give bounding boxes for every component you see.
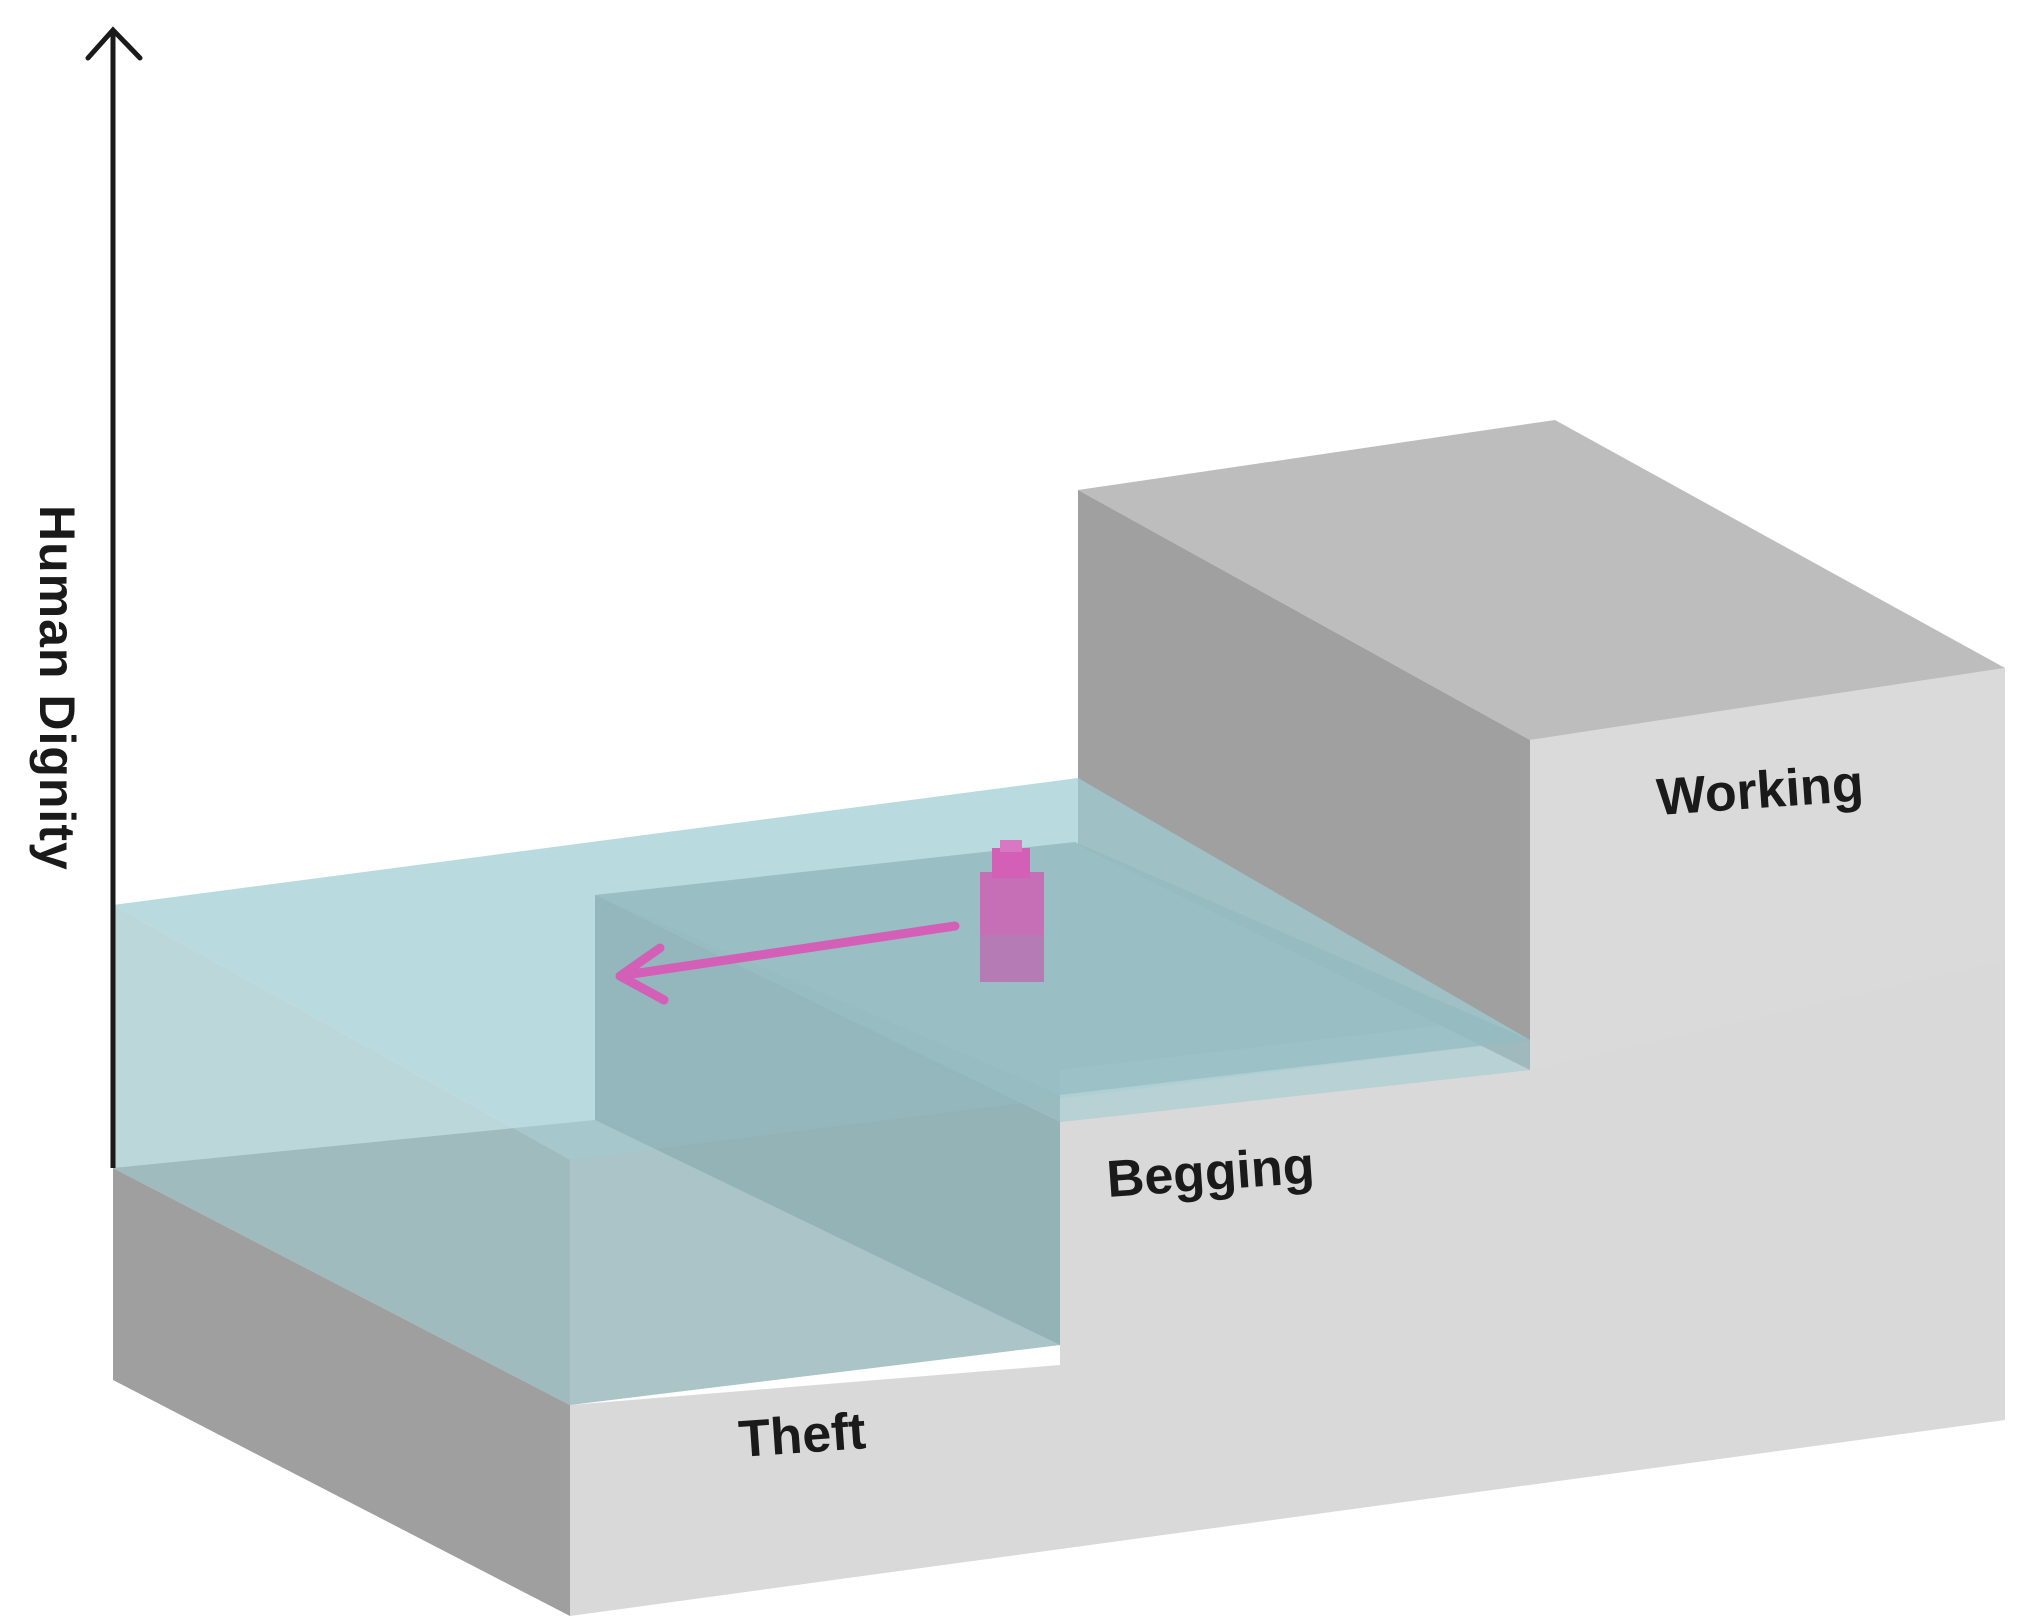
water-over-middle-step <box>595 842 1530 1095</box>
step-label-working: Working <box>1655 755 1866 827</box>
water-front <box>570 1040 1530 1405</box>
axis-label: Human Dignity <box>29 505 85 871</box>
movement-arrow-shaft <box>627 921 960 979</box>
low-step-left-side <box>113 1168 570 1616</box>
high-step-top <box>1078 420 2005 740</box>
high-step-left-side <box>1078 490 1530 1070</box>
person-figure <box>980 840 1044 982</box>
high-step-front <box>1530 668 2005 1070</box>
water-over-middle-side <box>595 895 1060 1345</box>
water-left-side <box>113 905 570 1405</box>
low-step-front <box>570 960 2005 1616</box>
dignity-axis-arrowhead <box>85 26 143 61</box>
step-label-begging: Begging <box>1105 1137 1317 1209</box>
step-label-theft: Theft <box>737 1402 868 1469</box>
movement-arrow-head <box>615 943 669 1005</box>
